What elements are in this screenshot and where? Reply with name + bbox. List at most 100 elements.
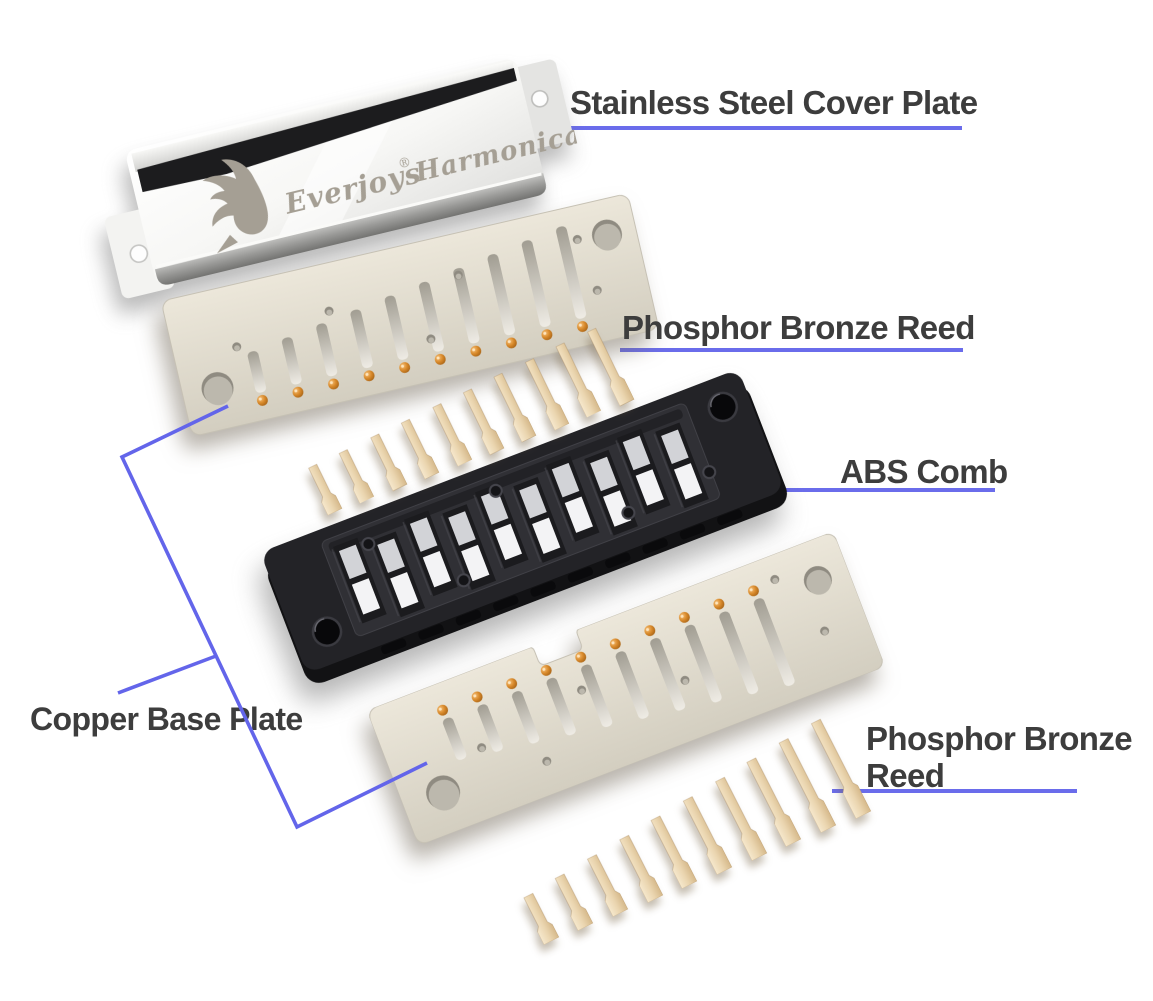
comb-pin-hole [702,465,717,480]
label-copper-base-plate: Copper Base Plate [30,701,303,737]
copper-rivet [437,704,448,716]
reed-slot [650,637,686,711]
reed-slot [487,254,516,336]
cover-fold-highlight [155,172,542,268]
comb-rib-edge [615,440,645,514]
phosphor-bronze-reed [460,386,505,455]
part-base-plate-top [160,193,659,437]
reed-plate-bottom-body [369,533,883,844]
reed-slot [350,309,373,369]
reed-slot [556,226,587,319]
label-text: Phosphor Bronze Reed [622,309,975,346]
plate-hole-inner [579,688,585,695]
comb-chamber-opening-upper [448,511,476,546]
copper-rivet [540,664,552,676]
label-text: Stainless Steel Cover Plate [570,84,978,121]
rivet-highlight [542,667,546,671]
reed-shape [618,834,664,904]
phosphor-bronze-reed [552,871,594,932]
label-stainless-steel-cover-plate: Stainless Steel Cover Plate [570,84,978,121]
reed-slot [453,267,480,344]
reed-slot [247,351,267,393]
cover-back-edge [131,60,516,173]
phosphor-bronze-reed [398,416,440,480]
plate-hole-inner [772,577,779,584]
rivet-highlight [680,614,684,618]
label-text: Copper Base Plate [30,701,303,737]
comb-rib-edge [511,488,542,562]
phosphor-bronze-reed [491,371,537,443]
part-base-plate-bottom [367,531,886,846]
comb-chamber-opening-upper [661,429,689,464]
plate-hole-inner [455,273,462,280]
comb-vent-slot [642,538,668,554]
reed-slot [719,611,759,695]
rivet-highlight [438,707,442,711]
rivet-highlight [472,348,476,352]
comb-vent-slot [605,552,631,569]
phosphor-bronze-reed [429,401,473,468]
comb-rib-edge [473,494,503,569]
reed-slot [477,704,503,752]
reed-shape [370,433,408,492]
plate-hole-inner [682,678,689,685]
phosphor-bronze-reed [522,356,570,431]
rivet-highlight [507,681,511,685]
reed-slot [753,598,795,686]
rivet-highlight [294,389,298,393]
rivet-highlight [646,628,650,632]
reed-shape [522,892,559,946]
screw-hole-highlight [710,393,721,408]
plate-hole-inner [594,288,601,295]
comb-chamber-opening-upper [590,456,618,492]
reed-slot [615,651,649,719]
comb-chamber-opening-upper [519,483,547,519]
comb-chamber-opening-lower [532,517,561,554]
comb-chamber-opening-lower [493,523,523,561]
comb-rib-edge [544,467,574,541]
phosphor-bronze-reed [616,833,664,904]
comb-chamber-opening-lower [673,463,703,500]
reed-slot [512,691,540,744]
reed-slot [418,281,444,352]
copper-rivet [644,625,656,637]
rivet-highlight [365,372,369,376]
label-phosphor-bronze-reed-top: Phosphor Bronze Reed [622,309,975,346]
comb-chamber-opening-upper [551,462,580,498]
reed-slot [384,295,409,360]
reed-slot [521,240,551,328]
reed-shape [339,448,375,504]
label-text: ABS Comb [840,453,1008,490]
plate-hole-inner [574,237,581,244]
cover-screw-hole-right [530,89,549,108]
cover-sheen [266,86,410,262]
copper-rivet [713,598,725,610]
phosphor-bronze-reed [305,462,343,516]
phosphor-bronze-reed [648,813,698,890]
rivet-highlight [715,601,719,605]
comb-screw-hole [707,391,739,423]
comb-rib-edge [440,515,471,590]
copper-rivet [748,585,759,597]
phosphor-bronze-reed [520,891,559,946]
comb-chamber-opening-lower [461,544,490,582]
copper-rivet [609,638,621,650]
comb-chamber-opening-lower [635,469,664,506]
reed-slot [546,677,576,736]
copper-rivet [506,678,518,690]
plate-hole-inner [326,309,333,316]
rivet-highlight [401,364,405,368]
comb-chamber-opening-upper [622,435,651,471]
comb-chamber-opening-lower [564,496,593,533]
comb-chamber-opening-lower [422,550,452,588]
rivet-highlight [578,323,582,327]
logo-bird-icon [202,159,268,254]
label-phosphor-bronze-reed-bottom: Phosphor Bronze Reed [866,720,1133,795]
plate-hole-inner [428,337,435,344]
reed-shape [682,796,733,876]
copper-rivet [471,691,483,703]
comb-pin-hole [621,505,636,520]
label-text-line1: Phosphor Bronze [866,720,1133,757]
rivet-highlight [258,397,262,401]
reed-slot [316,323,338,377]
